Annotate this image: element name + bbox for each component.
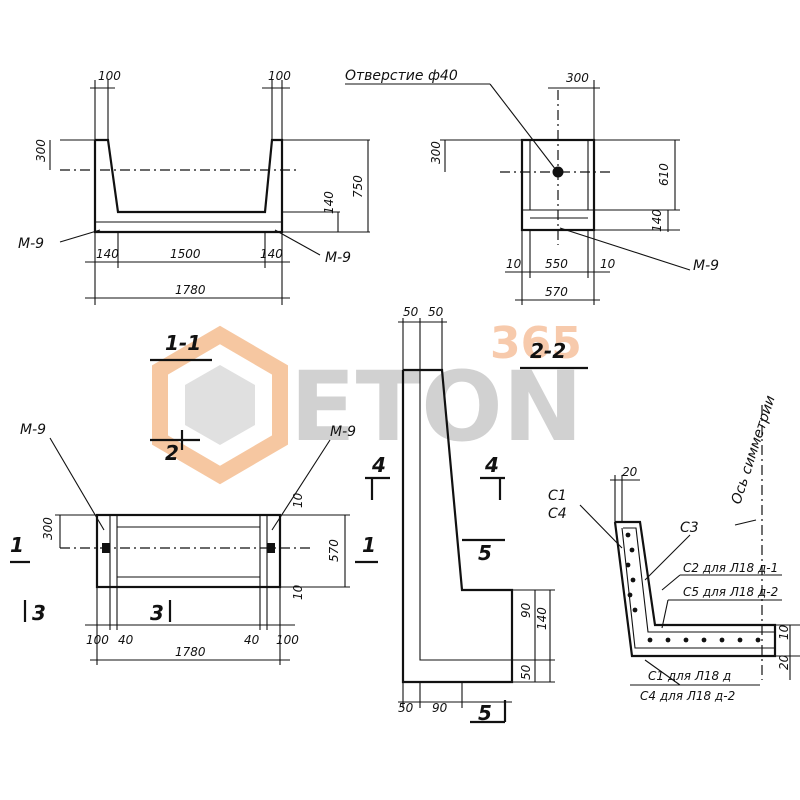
dim-550: 550 xyxy=(545,257,568,271)
label-c4: C4 xyxy=(548,506,567,522)
dim-50-bottom: 50 xyxy=(398,701,414,715)
mark-3-left: 3 xyxy=(32,601,46,625)
dim-40-right: 40 xyxy=(244,633,260,647)
section-title-1-1: 1-1 xyxy=(165,331,201,355)
dim-100-left: 100 xyxy=(98,69,121,83)
dim-10-left: 10 xyxy=(506,257,522,271)
label-m9-right: M-9 xyxy=(330,424,356,440)
mark-2: 2 xyxy=(165,441,179,465)
dim-90-v: 90 xyxy=(519,602,533,618)
mark-1-right: 1 xyxy=(362,533,376,557)
label-symmetry-axis: Ось симметрии xyxy=(729,394,779,507)
dim-1500: 1500 xyxy=(170,247,201,261)
dim-100-left: 100 xyxy=(86,633,109,647)
view-2-section: Отверстие ф40 300 300 610 140 10 550 10 … xyxy=(345,68,719,370)
dim-300: 300 xyxy=(41,517,55,540)
dim-750: 750 xyxy=(351,175,365,198)
dim-40-left: 40 xyxy=(118,633,134,647)
label-hole-d40: Отверстие ф40 xyxy=(345,68,458,84)
mark-4-right: 4 xyxy=(484,453,499,477)
dim-140-right: 140 xyxy=(260,247,283,261)
label-c2-l18d1: C2 для Л18 д-1 xyxy=(683,561,778,575)
label-m9-left: M-9 xyxy=(18,236,44,252)
mark-5-bottom: 5 xyxy=(478,701,492,725)
dim-1780: 1780 xyxy=(175,283,206,297)
dim-20-top: 20 xyxy=(622,465,638,479)
label-c3: C3 xyxy=(680,520,699,536)
view-4-wall-section: 50 50 4 4 5 5 90 140 50 50 90 xyxy=(365,305,555,725)
dim-1780: 1780 xyxy=(175,645,206,659)
dim-300-left: 300 xyxy=(429,141,443,164)
section-title-2-2: 2-2 xyxy=(530,339,566,363)
dim-10-top: 10 xyxy=(291,492,305,508)
dim-140-v: 140 xyxy=(322,191,336,214)
dim-300-top: 300 xyxy=(566,71,589,85)
label-c1: C1 xyxy=(548,488,567,504)
view-1-elevation: 100 100 300 750 140 140 1500 140 1780 M-… xyxy=(18,69,370,362)
dim-10-bottom: 10 xyxy=(291,584,305,600)
label-m9-left: M-9 xyxy=(20,422,46,438)
dim-90-bottom: 90 xyxy=(432,701,448,715)
view-5-reinforcement: Ось симметрии C1 C4 C3 C2 для Л18 д-1 C5… xyxy=(548,394,800,703)
label-c4-l18d2: C4 для Л18 д-2 xyxy=(640,689,735,703)
dim-140-v: 140 xyxy=(535,607,549,630)
dim-100-right: 100 xyxy=(276,633,299,647)
mark-5-top: 5 xyxy=(478,541,492,565)
label-c5-l18d2: C5 для Л18 д-2 xyxy=(683,585,778,599)
dim-100-right: 100 xyxy=(268,69,291,83)
mark-3-right: 3 xyxy=(150,601,164,625)
dim-570: 570 xyxy=(327,539,341,562)
dim-300: 300 xyxy=(34,139,48,162)
dim-50-v: 50 xyxy=(519,664,533,680)
mark-1-left: 1 xyxy=(10,533,24,557)
dim-50-top-left: 50 xyxy=(403,305,419,319)
dim-10-right: 10 xyxy=(777,624,791,640)
dim-140-left: 140 xyxy=(96,247,119,261)
watermark-number: 365 xyxy=(490,318,582,369)
watermark-logo-icon xyxy=(152,325,288,485)
dim-610: 610 xyxy=(657,163,671,186)
dim-20-right: 20 xyxy=(777,654,791,670)
rebar-dots xyxy=(625,532,761,643)
dim-140: 140 xyxy=(650,209,664,232)
mark-4-left: 4 xyxy=(371,453,386,477)
view-3-plan: M-9 M-9 1 1 2 3 3 300 570 10 10 100 40 4… xyxy=(10,422,378,665)
label-c1-l18d: C1 для Л18 д xyxy=(648,669,731,683)
label-m9-right: M-9 xyxy=(325,250,351,266)
label-m9: M-9 xyxy=(693,258,719,274)
dim-10-right: 10 xyxy=(600,257,616,271)
dim-50-top-right: 50 xyxy=(428,305,444,319)
dim-570: 570 xyxy=(545,285,568,299)
